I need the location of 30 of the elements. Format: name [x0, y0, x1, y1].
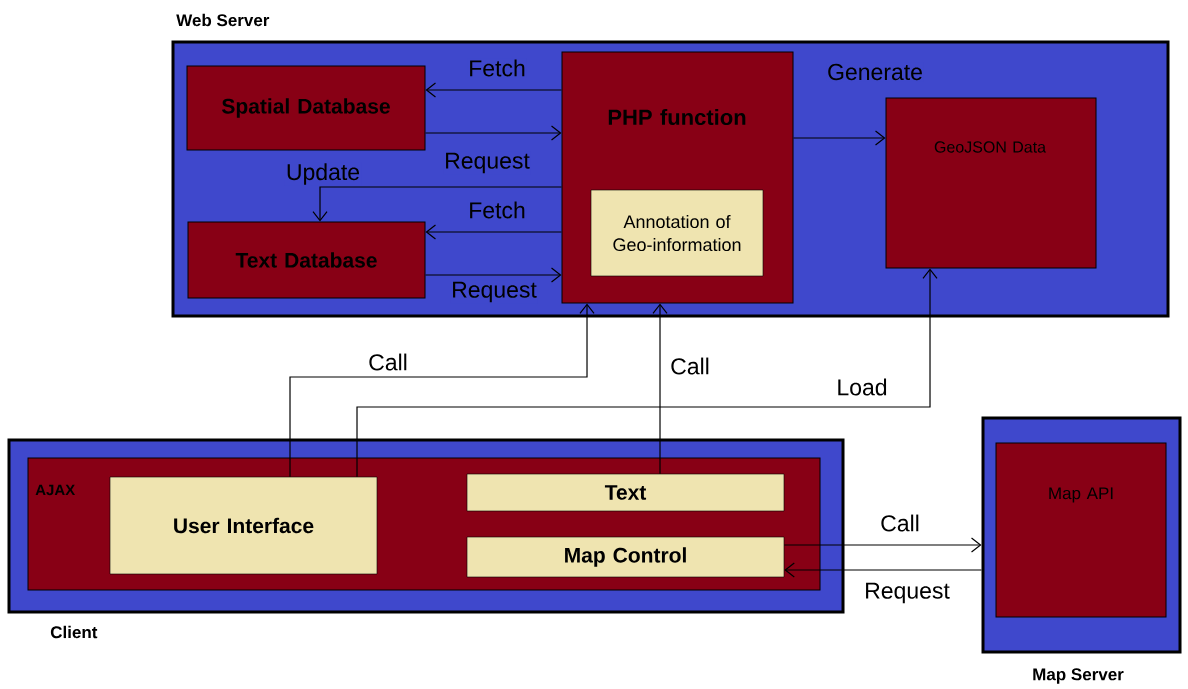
arrow [424, 125, 562, 141]
node-label: Client [50, 625, 98, 639]
arrow [312, 186, 563, 222]
edge-label: Request [863, 581, 951, 605]
interface-box: User Interface [109, 476, 378, 575]
arrow [425, 224, 563, 240]
database-box: Text Database [187, 221, 426, 299]
arrow [356, 268, 938, 478]
arrow [289, 303, 595, 478]
edge-label: Call [669, 356, 711, 376]
arrow [425, 82, 563, 98]
edge-label: Request [443, 151, 531, 175]
arrow [792, 130, 886, 146]
node-label: Web Server [176, 13, 270, 27]
edge-label: Request [450, 280, 538, 304]
annotation-box: Annotation of Geo-information [590, 189, 764, 277]
arrow [424, 267, 562, 283]
api-box: Map API [995, 442, 1167, 618]
database-box: Spatial Database [186, 65, 426, 151]
edge-label: Call [367, 352, 409, 372]
arrow [784, 562, 983, 578]
data-box: GeoJSON Data [885, 97, 1097, 269]
arrow [783, 537, 982, 553]
edge-label: Load [835, 377, 889, 397]
arrow [652, 303, 668, 475]
edge-label: Call [879, 513, 921, 533]
edge-label: Update [284, 162, 362, 186]
node-label: Map Server [1033, 668, 1124, 684]
control-box: Map Control [466, 536, 785, 578]
text-box: Text [466, 473, 785, 512]
